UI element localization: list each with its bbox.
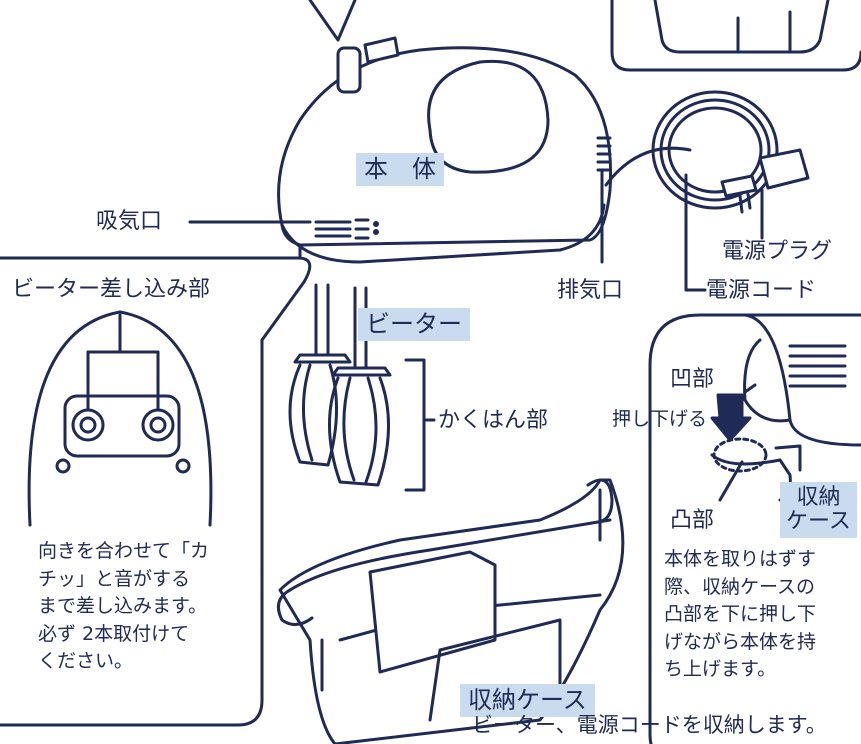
cord-leader	[684, 173, 707, 292]
case-inner-block	[368, 550, 497, 674]
remove-line-5: ち上げます。	[664, 658, 777, 681]
convex-label: 凸部	[670, 508, 715, 533]
main-body-label: 本 体	[356, 153, 444, 186]
storage-case-label: 収納ケース	[460, 684, 595, 717]
mixer-base-band	[280, 203, 606, 264]
stirring-bracket	[404, 358, 436, 492]
air-intake-vents	[314, 218, 379, 240]
coiled-cord	[651, 90, 779, 210]
speed-switch-knob	[336, 46, 362, 94]
beater-socket-right	[141, 408, 175, 442]
storage-case	[276, 478, 625, 744]
beater-socket-housing	[27, 310, 213, 527]
air-intake-label: 吸気口	[96, 209, 163, 234]
remove-line-3: 凸部を下に押し下	[664, 603, 817, 626]
top-right-callout-box	[610, 0, 861, 72]
beater-label: ビーター	[358, 308, 470, 341]
power-plug	[758, 148, 810, 190]
storage-case-small-label: 収納 ケース	[780, 482, 857, 539]
beater-insert-callout	[0, 256, 312, 727]
power-plug-label: 電源プラグ	[722, 239, 833, 264]
insert-line-1: 向きを合わせて「カ	[38, 540, 210, 562]
mixer-body	[277, 46, 613, 247]
push-down-label: 押し下げる	[612, 408, 708, 430]
detail-vents	[788, 344, 847, 388]
insert-instructions: 向きを合わせて「カ チッ」と音がする まで差し込みます。 必ず 2本取付けて く…	[38, 538, 209, 676]
beater-socket-left	[71, 408, 105, 442]
speed-switch-callout-tail	[308, 0, 357, 42]
mixer-handle-grip	[427, 59, 550, 174]
storage-case-small-line2: ケース	[786, 509, 851, 535]
beaters	[288, 283, 392, 487]
exhaust-vents	[596, 136, 612, 172]
concave-label: 凹部	[670, 367, 715, 392]
remove-line-1: 本体を取りはずす	[664, 548, 817, 570]
power-cord	[604, 146, 692, 187]
release-detail-callout	[648, 313, 861, 744]
remove-instructions: 本体を取りはずす 際、収納ケースの 凸部を下に押し下 げながら本体を持 ち上げま…	[664, 546, 816, 684]
push-arrow	[710, 393, 752, 442]
insert-line-5: ください。	[38, 650, 134, 673]
insert-line-4: 必ず 2本取付けて	[38, 622, 190, 645]
remove-line-4: げながら本体を持	[664, 630, 817, 653]
power-cord-label: 電源コード	[706, 278, 817, 303]
storage-case-small-line1: 収納	[796, 485, 841, 510]
remove-line-2: 際、収納ケースの	[664, 575, 816, 598]
insert-line-2: チッ」と音がする	[38, 567, 191, 590]
stirring-part-label: かくはん部	[438, 408, 549, 433]
beater-insert-label: ビーター差し込み部	[12, 277, 211, 302]
insert-line-3: まで差し込みます。	[38, 595, 208, 618]
storage-caption: ビーター、電源コードを収納します。	[472, 713, 827, 737]
case-fragment-in-callout	[653, 0, 830, 54]
exhaust-label: 排気口	[557, 278, 624, 303]
